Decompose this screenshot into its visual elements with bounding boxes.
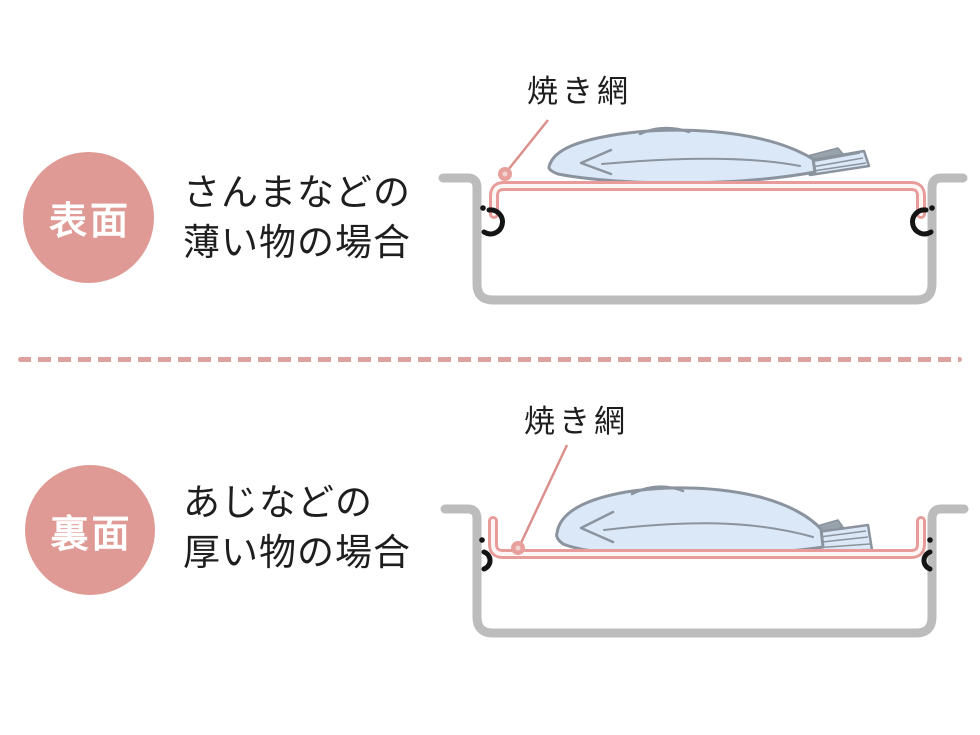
back-heading-line-2: 厚い物の場合 <box>183 531 411 574</box>
front-heading-line-2: 薄い物の場合 <box>183 221 411 264</box>
callout-line-top <box>507 119 549 171</box>
front-side-badge: 表面 <box>23 152 154 283</box>
thin-fish-body <box>547 128 817 185</box>
back-side-badge-label: 裏面 <box>50 511 133 556</box>
thick-fish-body <box>555 486 825 558</box>
thick-fish-lateral-line <box>603 522 814 538</box>
thick-fish-dorsal-fin <box>630 485 685 496</box>
back-side-badge: 裏面 <box>25 465 155 595</box>
front-heading: さんまなどの 薄い物の場合 <box>183 168 411 268</box>
thin-fish-gill <box>579 148 613 176</box>
callout-line-bottom <box>519 444 569 544</box>
net-hooks-bottom <box>479 537 933 572</box>
net-hook-tip-left <box>480 205 486 211</box>
net-hook-tip-right <box>929 205 935 211</box>
grill-net-top-inner <box>492 184 923 216</box>
callout-dot-bottom-center <box>515 545 521 551</box>
thin-fish-dorsal-fin <box>638 126 691 136</box>
back-heading: あじなどの 厚い物の場合 <box>183 478 411 578</box>
thick-fish-illustration <box>555 485 874 558</box>
net-hook-right <box>910 207 934 237</box>
thick-fish-gill <box>579 510 615 544</box>
grill-net-top-outer <box>489 181 926 219</box>
net-hook-left-bottom <box>481 549 493 572</box>
dashed-separator <box>18 357 962 362</box>
grill-net-bottom-inner <box>491 519 923 556</box>
back-heading-line-1: あじなどの <box>183 481 373 524</box>
thin-fish-lateral-line <box>601 157 801 167</box>
roasting-pan-bottom <box>440 504 969 638</box>
thin-fish-illustration <box>547 126 871 185</box>
callout-bottom <box>511 444 569 555</box>
net-hook-tip-right-bottom <box>927 537 933 543</box>
front-side-badge-label: 表面 <box>48 199 131 243</box>
grill-net-label-front: 焼き網 <box>527 74 632 110</box>
net-hook-right-bottom <box>921 549 933 572</box>
callout-dot-top-center <box>502 171 508 177</box>
grill-net-top <box>489 181 926 219</box>
front-heading-line-1: さんまなどの <box>183 171 411 214</box>
net-hook-tip-left-bottom <box>479 537 485 543</box>
grill-net-bottom <box>488 516 926 559</box>
grill-net-label-back: 焼き網 <box>524 404 629 440</box>
callout-top <box>498 119 549 181</box>
thin-fish-tail-rays <box>809 152 867 172</box>
net-hooks-top <box>480 205 935 237</box>
roasting-pan-top <box>438 173 968 305</box>
net-hook-left <box>481 207 505 237</box>
